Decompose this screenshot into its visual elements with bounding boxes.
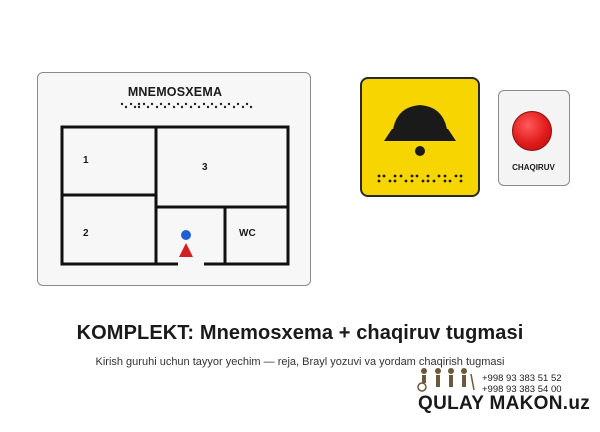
phone-2[interactable]: +998 93 383 54 00 xyxy=(482,384,562,395)
room-2-label: 2 xyxy=(83,228,89,239)
brand-logo-text[interactable]: QULAY MAKON.uz xyxy=(418,393,591,414)
call-panel xyxy=(360,77,480,197)
red-call-button[interactable] xyxy=(512,111,552,151)
floor-plan xyxy=(60,102,290,266)
mnemoschema-plate: MNEMOSXEMA xyxy=(37,72,311,286)
headline: KOMPLEKT: Mnemosxema + chaqiruv tugmasi xyxy=(76,322,524,344)
plate-title: MNEMOSXEMA xyxy=(127,85,223,99)
call-button-device: CHAQIRUV xyxy=(498,90,570,186)
room-wc-label: WC xyxy=(239,228,256,239)
phone-1[interactable]: +998 93 383 51 52 xyxy=(482,373,562,384)
braille-dots xyxy=(377,174,463,183)
call-button-label: CHAQIRUV xyxy=(512,163,555,172)
room-1-label: 1 xyxy=(83,155,89,166)
people-icon xyxy=(417,368,475,392)
room-3-label: 3 xyxy=(202,162,208,173)
you-are-here-icon xyxy=(179,230,193,257)
bell-icon xyxy=(384,105,456,156)
braille-dots xyxy=(120,102,253,109)
subtitle: Kirish guruhi uchun tayyor yechim — reja… xyxy=(95,356,505,368)
